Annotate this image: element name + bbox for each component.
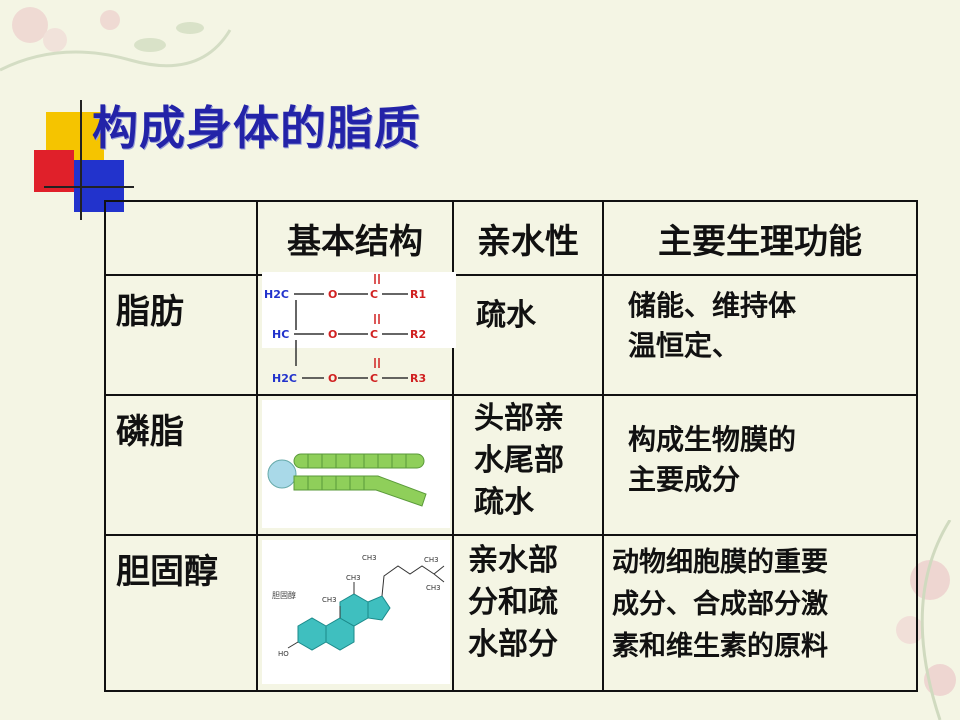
hydrophilicity-cholesterol: 亲水部 分和疏 水部分 bbox=[452, 534, 604, 692]
hydrophilicity-phospholipid-text: 头部亲 水尾部 疏水 bbox=[474, 401, 564, 520]
header-structure: 基本结构 bbox=[256, 200, 454, 276]
svg-text:O: O bbox=[328, 288, 337, 301]
table-row-fat: 脂肪 H2C O C R1 HC bbox=[104, 272, 918, 396]
svg-text:HO: HO bbox=[278, 650, 289, 658]
slide-title: 构成身体的脂质 bbox=[92, 101, 421, 155]
table-row-phospholipid: 磷脂 头部亲 水尾部 bbox=[104, 394, 918, 536]
svg-text:HC: HC bbox=[272, 328, 289, 341]
accent-vertical-line bbox=[80, 100, 82, 220]
svg-text:R2: R2 bbox=[410, 328, 426, 341]
header-row: 基本结构 亲水性 主要生理功能 bbox=[104, 200, 918, 276]
svg-text:胆固醇: 胆固醇 bbox=[272, 590, 296, 600]
svg-text:C: C bbox=[370, 288, 378, 301]
svg-text:R3: R3 bbox=[410, 372, 426, 385]
svg-text:CH3: CH3 bbox=[362, 554, 377, 562]
row-name-phospholipid: 磷脂 bbox=[104, 394, 258, 536]
hydrophilicity-cholesterol-text: 亲水部 分和疏 水部分 bbox=[468, 543, 558, 662]
triglyceride-structure-image: H2C O C R1 HC O C bbox=[264, 274, 426, 385]
floral-decoration-top-left bbox=[0, 7, 232, 72]
svg-text:O: O bbox=[328, 328, 337, 341]
row-name-fat: 脂肪 bbox=[104, 274, 258, 396]
phospholipid-structure-cell bbox=[256, 394, 454, 536]
table-row-cholesterol: 胆固醇 胆固醇 CH3 bbox=[104, 534, 918, 692]
function-phospholipid-text: 构成生物膜的 主要成分 bbox=[628, 423, 797, 496]
hydrophilicity-fat: 疏水 bbox=[452, 274, 604, 396]
hydrophilicity-phospholipid: 头部亲 水尾部 疏水 bbox=[452, 394, 604, 536]
function-fat: 储能、维持体 温恒定、 bbox=[602, 274, 918, 396]
svg-text:C: C bbox=[370, 328, 378, 341]
header-empty bbox=[104, 200, 258, 276]
svg-text:R1: R1 bbox=[410, 288, 426, 301]
function-fat-text: 储能、维持体 温恒定、 bbox=[628, 289, 797, 362]
cholesterol-structure-cell: 胆固醇 CH3 CH3 CH3 bbox=[256, 534, 454, 692]
svg-text:CH3: CH3 bbox=[426, 584, 441, 592]
function-cholesterol-text: 动物细胞膜的重要 成分、合成部分激 素和维生素的原料 bbox=[612, 547, 828, 662]
svg-text:C: C bbox=[370, 372, 378, 385]
function-phospholipid: 构成生物膜的 主要成分 bbox=[602, 394, 918, 536]
phospholipid-structure-image bbox=[262, 400, 450, 528]
svg-text:CH3: CH3 bbox=[424, 556, 439, 564]
row-name-cholesterol: 胆固醇 bbox=[104, 534, 258, 692]
lipid-table: 基本结构 亲水性 主要生理功能 脂肪 H2C O C R1 bbox=[104, 200, 918, 692]
fat-structure-cell: H2C O C R1 HC O C bbox=[256, 272, 456, 396]
hydrophilicity-fat-text: 疏水 bbox=[476, 298, 536, 333]
accent-red-square bbox=[34, 150, 74, 192]
svg-text:CH3: CH3 bbox=[346, 574, 361, 582]
svg-text:CH3: CH3 bbox=[322, 596, 337, 604]
function-cholesterol: 动物细胞膜的重要 成分、合成部分激 素和维生素的原料 bbox=[602, 534, 918, 692]
header-function: 主要生理功能 bbox=[602, 200, 918, 276]
svg-text:H2C: H2C bbox=[264, 288, 289, 301]
svg-text:H2C: H2C bbox=[272, 372, 297, 385]
svg-text:O: O bbox=[328, 372, 337, 385]
cholesterol-structure-image: 胆固醇 CH3 CH3 CH3 bbox=[262, 540, 450, 684]
header-hydrophilicity: 亲水性 bbox=[452, 200, 604, 276]
accent-horizontal-line bbox=[44, 186, 134, 188]
